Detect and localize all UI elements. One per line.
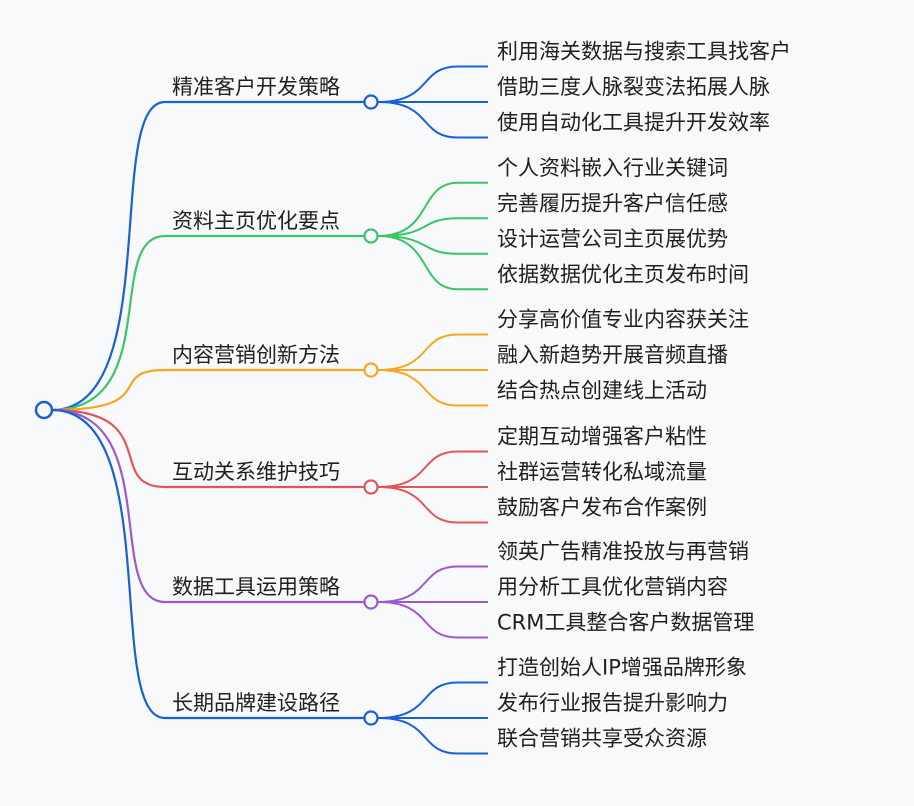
leaf-connector [377,333,488,371]
leaf-label: 用分析工具优化营销内容 [497,575,728,599]
leaf-label: 联合营销共享受众资源 [497,727,707,751]
root-connector [51,368,364,412]
leaf-label: 定期互动增强客户粘性 [497,425,707,449]
branch-node [363,710,379,726]
root-node [34,400,54,420]
branch-node [363,228,379,244]
leaf-connector [377,486,488,524]
branch-node [363,362,379,378]
root-connector [51,408,364,489]
branch-label: 内容营销创新方法 [172,343,340,367]
root-connector [51,408,364,604]
branch-node [363,479,379,495]
nodes: 精准客户开发策略 利用海关数据与搜索工具找客户借助三度人脉裂变法拓展人脉使用自动化… [34,40,791,751]
branch-node [363,594,379,610]
leaf-label: 借助三度人脉裂变法拓展人脉 [497,75,770,99]
branch-label: 互动关系维护技巧 [172,460,340,484]
leaf-connector [377,217,488,237]
connector-lines [51,65,488,755]
leaf-connector [377,181,488,237]
leaf-connector [377,565,488,603]
branch-label: 资料主页优化要点 [172,209,340,233]
leaf-connector [377,717,488,755]
leaf-label: 打造创始人IP增强品牌形象 [497,656,747,680]
leaf-connector [377,101,488,139]
branch-label: 数据工具运用策略 [172,575,340,599]
leaf-connector [377,235,488,291]
leaf-connector [377,681,488,719]
leaf-label: 领英广告精准投放与再营销 [497,540,749,564]
leaf-label: 个人资料嵌入行业关键词 [497,156,728,180]
leaf-label: 结合热点创建线上活动 [497,379,707,403]
leaf-label: 发布行业报告提升影响力 [497,691,728,715]
branch-node [363,94,379,110]
branch-label: 精准客户开发策略 [172,75,340,99]
leaf-label: 使用自动化工具提升开发效率 [497,111,770,135]
leaf-label: 社群运营转化私域流量 [497,460,707,484]
root-connector [51,408,364,720]
leaf-connector [377,450,488,488]
root-connector [51,234,364,412]
branch-label: 长期品牌建设路径 [172,691,340,715]
leaf-label: CRM工具整合客户数据管理 [497,611,754,635]
leaf-label: 依据数据优化主页发布时间 [497,262,749,286]
root-connector [51,100,364,412]
leaf-connector [377,601,488,639]
leaf-connector [377,369,488,407]
leaf-connector [377,235,488,255]
leaf-label: 分享高价值专业内容获关注 [497,308,749,332]
leaf-label: 融入新趋势开展音频直播 [497,343,728,367]
leaf-label: 利用海关数据与搜索工具找客户 [497,40,791,64]
leaf-label: 鼓励客户发布合作案例 [497,496,707,520]
leaf-connector [377,65,488,103]
leaf-label: 设计运营公司主页展优势 [497,227,728,251]
leaf-label: 完善履历提升客户信任感 [497,191,728,215]
